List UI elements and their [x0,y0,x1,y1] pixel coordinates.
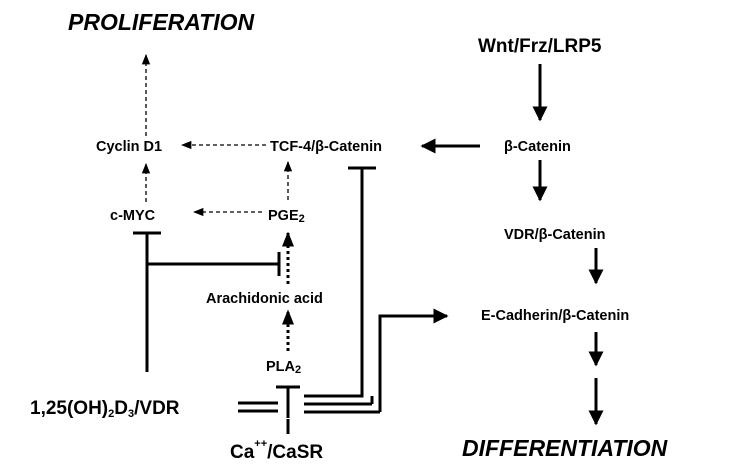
vitamin-d-vdr-label: 1,25(OH)2D3/VDR [30,398,180,420]
beta-catenin-label: β-Catenin [504,139,571,155]
cyclin-d1-label: Cyclin D1 [96,139,162,155]
vdr-beta-catenin-label: VDR/β-Catenin [504,227,606,243]
pge2-label: PGE2 [268,208,305,225]
c-myc-label: c-MYC [110,208,156,224]
inhibit-to-tcf4-line [304,169,364,398]
wnt-frz-lrp5-label: Wnt/Frz/LRP5 [478,36,602,57]
e-cadherin-beta-catenin-label: E-Cadherin/β-Catenin [481,308,629,324]
proliferation-label: PROLIFERATION [68,9,255,35]
tcf4-beta-catenin-label: TCF-4/β-Catenin [270,139,382,155]
arrow-to-ecadherin [378,308,449,412]
differentiation-label: DIFFERENTIATION [462,435,668,461]
pla2-label: PLA2 [266,359,301,376]
arachidonic-acid-label: Arachidonic acid [206,291,323,307]
calcium-casr-label: Ca++/CaSR [230,438,323,463]
